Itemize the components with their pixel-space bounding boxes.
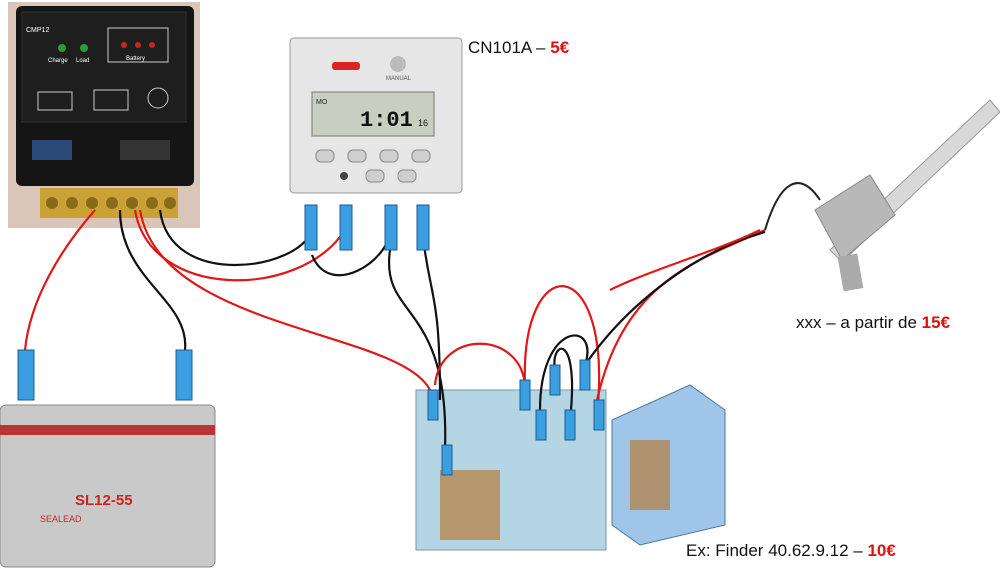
timer-model-text: CN101A – [468,38,551,57]
relay-finder [611,384,726,546]
actuator-label: xxx – a partir de 15€ [796,313,950,333]
battery-model: SL12-55 [75,492,133,509]
battery-brand: SEALEAD [40,514,82,524]
relay-price: 10€ [867,541,896,560]
actuator-price: 15€ [921,313,951,332]
timer-price: 5€ [550,38,570,57]
actuator-model-text: xxx – a partir de [796,313,922,332]
wires [23,209,766,451]
timer-seconds: 16 [418,118,428,128]
controller-charge: Charge [48,58,68,64]
controller-load: Load [76,58,89,64]
relay-label: Ex: Finder 40.62.9.12 – 10€ [686,541,896,561]
spade-connectors [17,204,605,476]
timer-day: MO [316,99,328,106]
linear-actuator [764,99,1000,292]
controller-battery: Battery [126,56,145,62]
timer-time: 1:01 [360,108,413,133]
timer-manual: MANUAL [386,76,412,82]
relay-model-text: Ex: Finder 40.62.9.12 – [686,541,868,560]
battery-sl12-55: SL12-55 SEALEAD [0,404,216,568]
timer-label: CN101A – 5€ [468,38,569,58]
controller-model: CMP12 [26,27,49,34]
charge-controller: CMP12 Charge Load Battery [8,2,200,228]
timer-cn101a: MANUAL MO 1:01 16 [289,37,463,194]
